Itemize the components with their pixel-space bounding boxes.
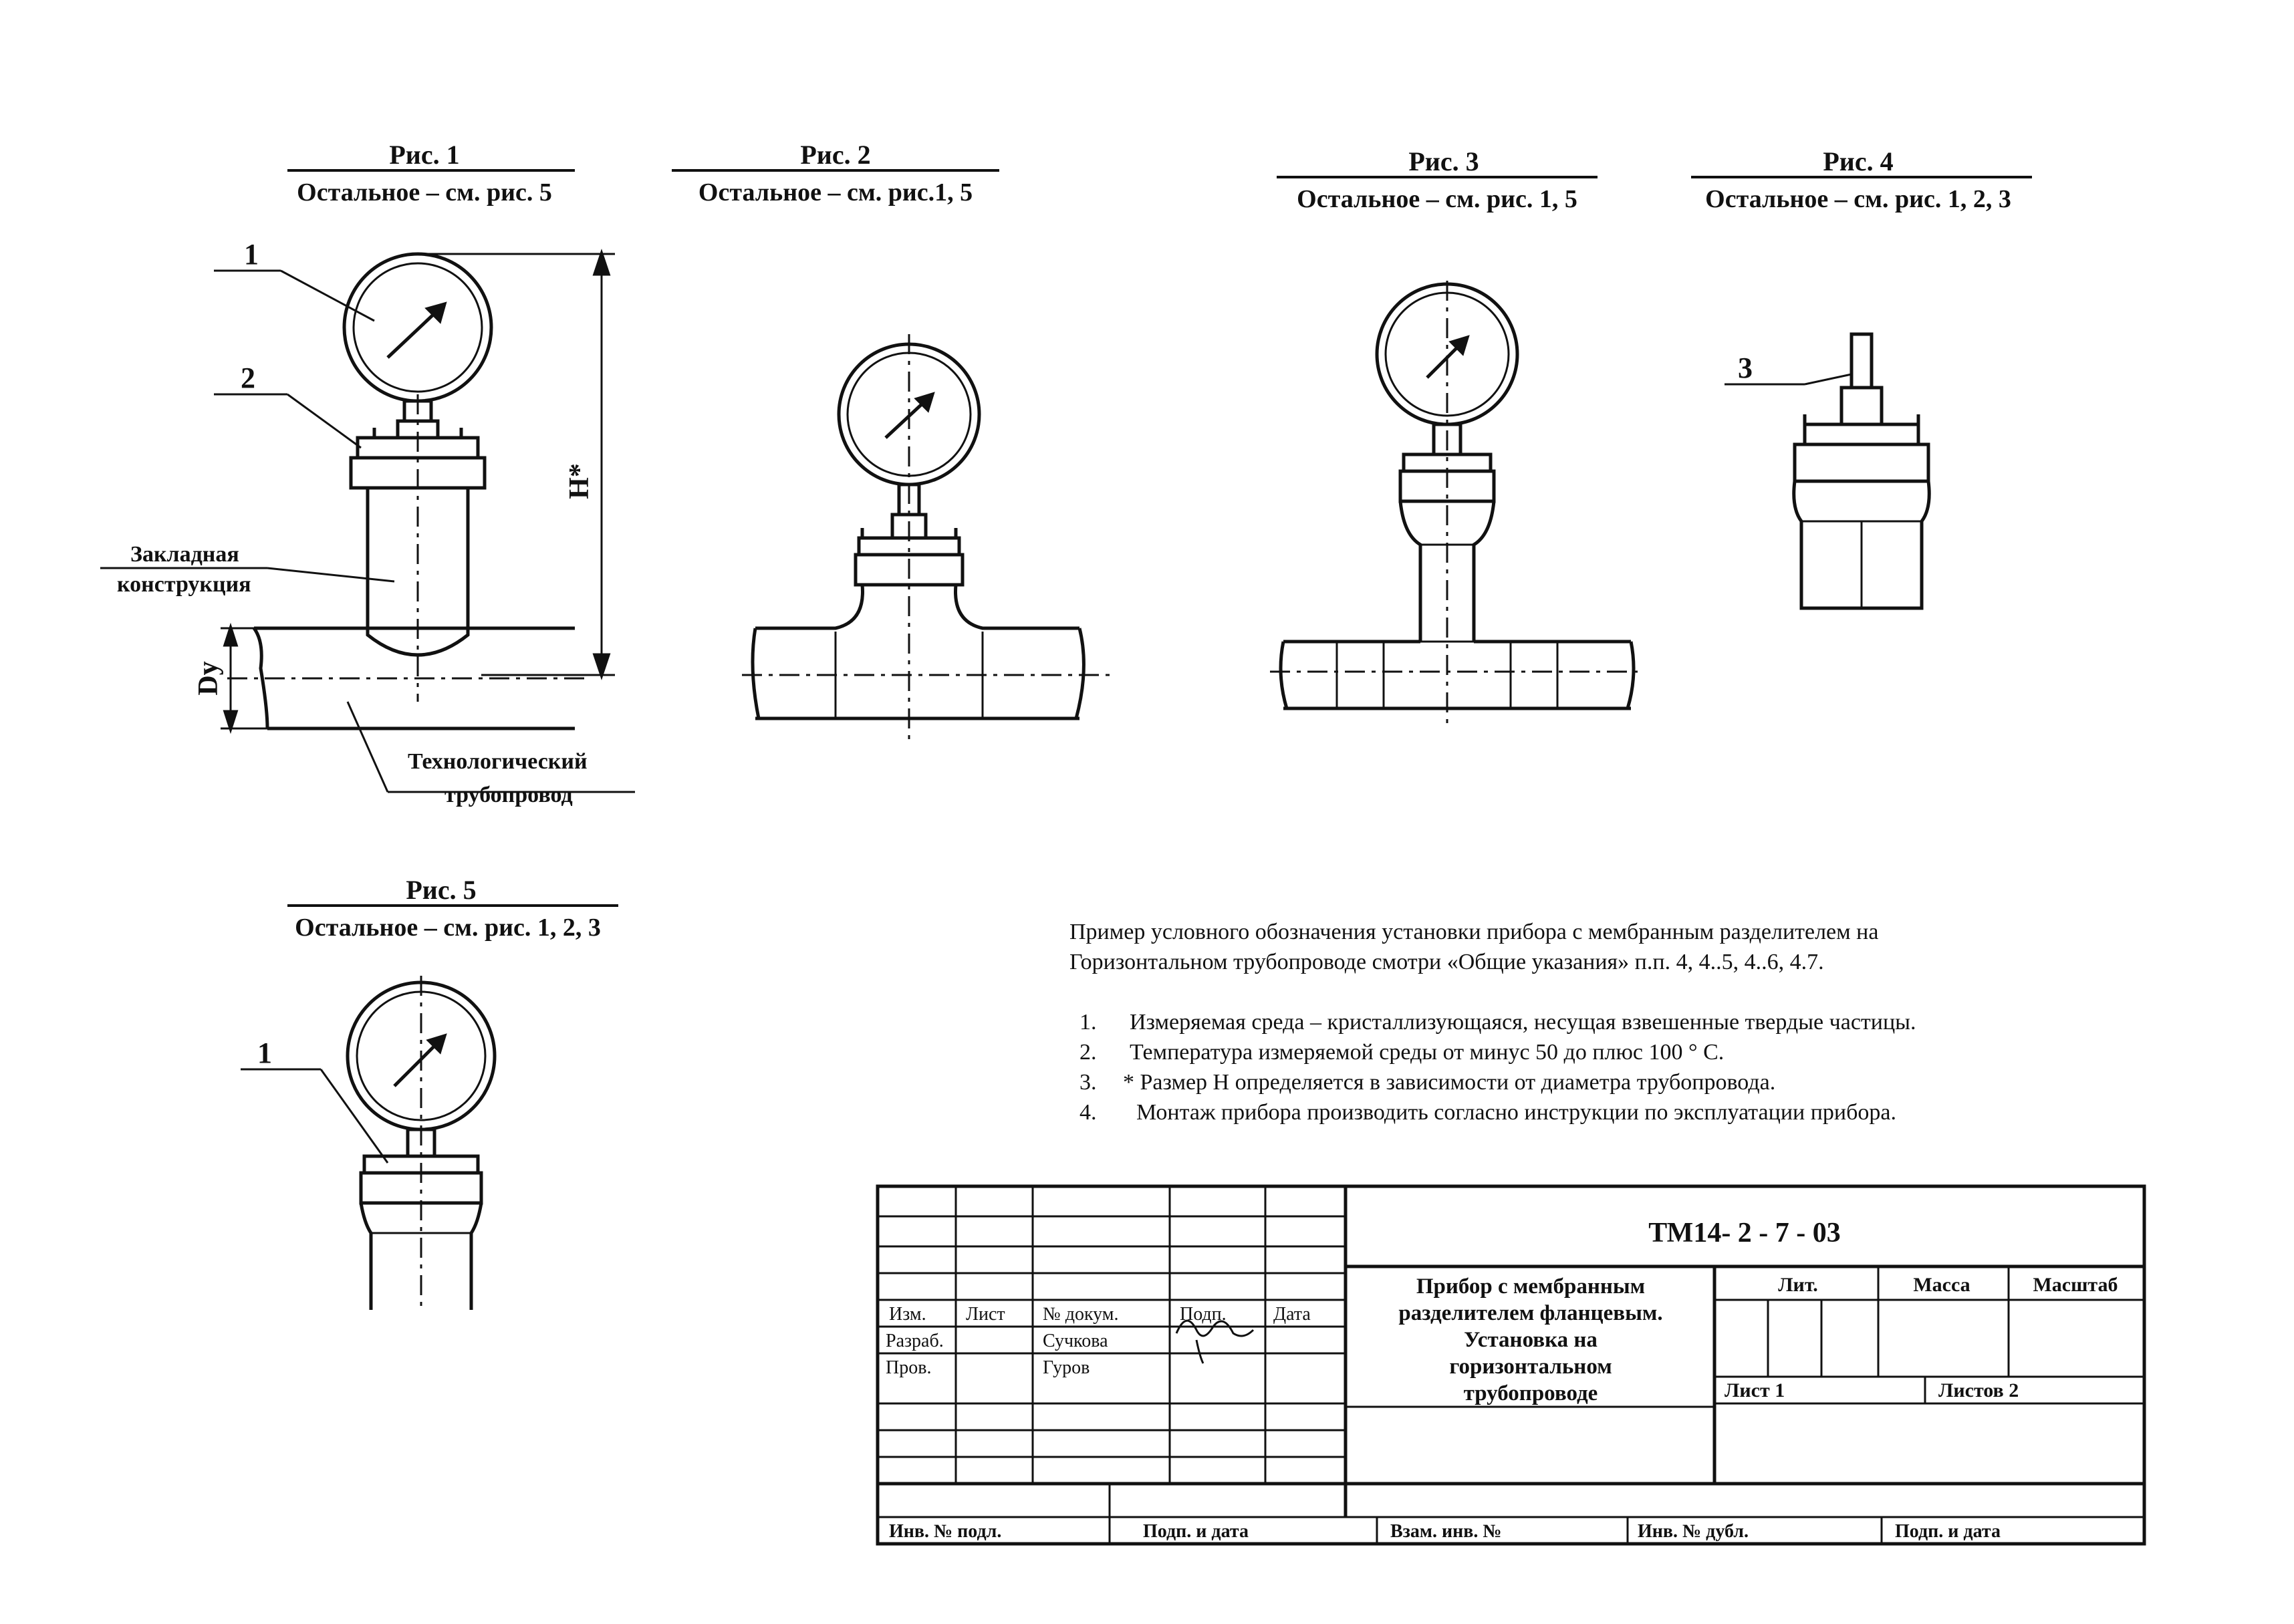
fig3-subtitle: Остальное – см. рис. 1, 5 [1297, 185, 1577, 213]
fig2-subtitle: Остальное – см. рис.1, 5 [698, 178, 973, 207]
bottom-podp-data-2: Подп. и дата [1895, 1521, 2001, 1542]
note-num-1: 1. [1079, 1010, 1097, 1035]
fig4-title: Рис. 4 [1823, 146, 1893, 176]
notes-section: Пример условного обозначения установки п… [1069, 920, 1916, 1125]
title-block: ТМ14- 2 - 7 - 03 Изм. Лист № докум. Подп… [876, 1184, 2146, 1546]
note-text-1: Измеряемая среда – кристаллизующаяся, не… [1130, 1010, 1916, 1035]
head-list: Лист [966, 1304, 1005, 1325]
razrab-label: Разраб. [886, 1331, 944, 1351]
fig1-dim-dy: Dy [193, 661, 224, 695]
note-num-4: 4. [1079, 1100, 1097, 1125]
bottom-inv-dubl: Инв. № дубл. [1638, 1521, 1749, 1542]
fig1-callout-2: 2 [241, 362, 255, 394]
figure-2: Рис. 2 Остальное – см. рис.1, 5 [672, 140, 1110, 742]
massa-label: Масса [1913, 1274, 1970, 1296]
name-line-3: Установка на [1464, 1328, 1598, 1352]
fig1-drawing [100, 249, 635, 793]
fig2-title: Рис. 2 [800, 140, 870, 170]
bottom-podp-data-1: Подп. и дата [1143, 1521, 1249, 1542]
note-text-4: Монтаж прибора производить согласно инст… [1136, 1100, 1896, 1125]
listov-label: Листов 2 [1938, 1379, 2019, 1401]
name-line-2: разделителем фланцевым. [1398, 1301, 1662, 1325]
head-data: Дата [1273, 1304, 1311, 1325]
fig4-drawing [1725, 332, 1931, 610]
note-num-2: 2. [1079, 1040, 1097, 1065]
figure-1: Рис. 1 Остальное – см. рис. 5 [100, 140, 635, 807]
figure-4: Рис. 4 Остальное – см. рис. 1, 2, 3 3 [1691, 146, 2032, 610]
razrab-name: Сучкова [1043, 1331, 1108, 1351]
list-label: Лист 1 [1725, 1379, 1785, 1401]
fig2-drawing [742, 334, 1110, 742]
head-izm: Изм. [889, 1304, 926, 1325]
fig3-drawing [1270, 281, 1644, 728]
head-podp: Подп. [1180, 1304, 1227, 1325]
note-num-3: 3. [1079, 1070, 1097, 1095]
prov-name: Гуров [1043, 1357, 1090, 1378]
fig4-callout-3: 3 [1738, 352, 1753, 384]
fig5-subtitle: Остальное – см. рис. 1, 2, 3 [295, 914, 601, 942]
note-text-2: Температура измеряемой среды от минус 50… [1130, 1040, 1724, 1065]
notes-intro-line-2: Горизонтальном трубопроводе смотри «Общи… [1069, 950, 1824, 974]
figure-5: Рис. 5 Остальное – см. рис. 1, 2, 3 1 [241, 875, 618, 1310]
fig5-title: Рис. 5 [406, 875, 476, 905]
connection-rod-icon [1850, 332, 1874, 390]
fig1-callout-1: 1 [244, 238, 259, 271]
figure-3: Рис. 3 Остальное – см. рис. 1, 5 [1270, 146, 1644, 728]
fig4-subtitle: Остальное – см. рис. 1, 2, 3 [1705, 185, 2011, 213]
fig5-callout-1: 1 [257, 1037, 272, 1069]
fig1-embedded-label-2: конструкция [117, 572, 251, 597]
name-line-4: горизонтальном [1449, 1355, 1612, 1379]
doc-code: ТМ14- 2 - 7 - 03 [1648, 1218, 1841, 1248]
fig1-pipe-label-1: Технологический [408, 749, 588, 774]
bottom-vzam-inv: Взам. инв. № [1390, 1521, 1502, 1542]
fig1-pipe-label-2: трубопровод [444, 783, 573, 807]
name-line-5: трубопроводе [1464, 1381, 1598, 1405]
fig1-title: Рис. 1 [389, 140, 459, 170]
note-text-3: * Размер Н определяется в зависимости от… [1123, 1070, 1775, 1095]
bottom-inv-podl: Инв. № подл. [889, 1521, 1001, 1542]
fig1-embedded-label-1: Закладная [130, 542, 239, 567]
head-doc: № докум. [1043, 1304, 1119, 1325]
name-line-1: Прибор с мембранным [1416, 1274, 1645, 1299]
prov-label: Пров. [886, 1357, 931, 1378]
fig3-title: Рис. 3 [1408, 146, 1479, 176]
fig1-dim-h: H* [564, 463, 595, 499]
masshtab-label: Масштаб [2033, 1274, 2118, 1296]
fig1-subtitle: Остальное – см. рис. 5 [297, 178, 552, 207]
notes-intro-line-1: Пример условного обозначения установки п… [1069, 920, 1878, 944]
fig5-drawing [241, 976, 497, 1310]
lit-label: Лит. [1778, 1274, 1818, 1296]
